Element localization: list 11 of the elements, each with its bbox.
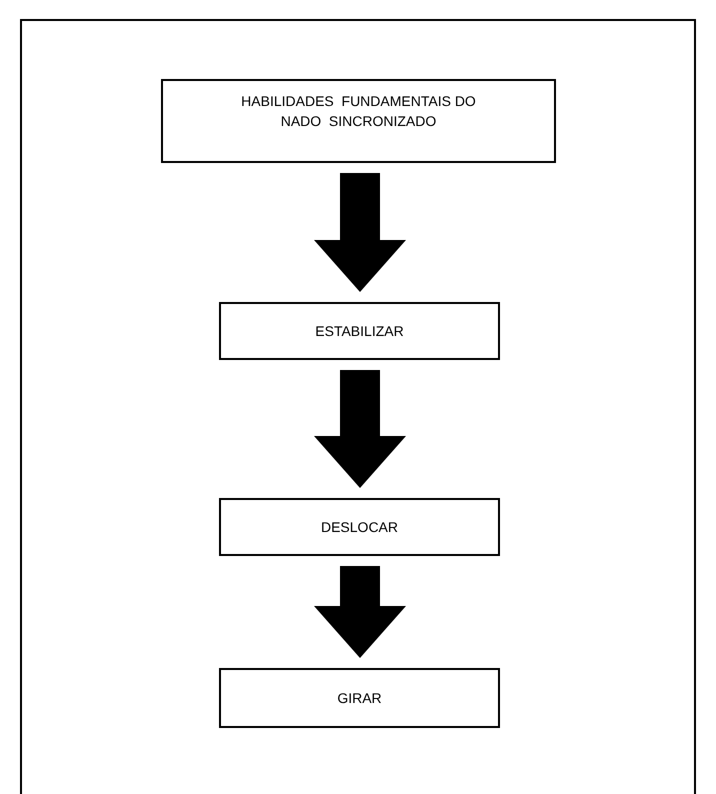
box-label: HABILIDADES FUNDAMENTAIS DO NADO SINCRONIZADO bbox=[240, 92, 477, 131]
block-arrow bbox=[314, 173, 406, 292]
box-label: ESTABILIZAR bbox=[315, 322, 404, 341]
title-box bbox=[161, 79, 556, 163]
block-arrow bbox=[314, 370, 406, 488]
box-label: GIRAR bbox=[337, 689, 382, 708]
process-box bbox=[219, 302, 500, 360]
block-arrow bbox=[314, 566, 406, 658]
process-box bbox=[219, 668, 500, 728]
process-box bbox=[219, 498, 500, 556]
box-label: DESLOCAR bbox=[320, 518, 398, 537]
